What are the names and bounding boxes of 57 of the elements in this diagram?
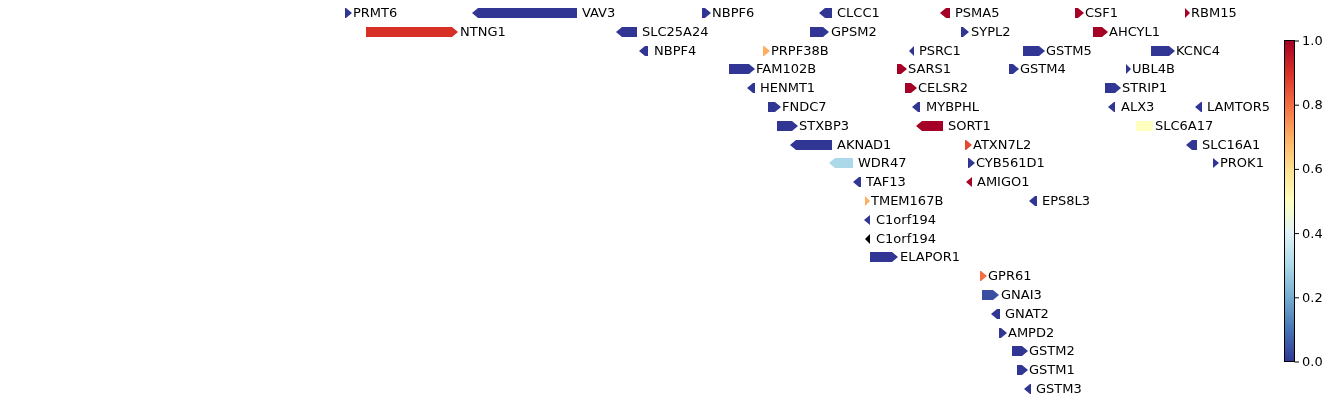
gene-label: AKNAD1 (837, 136, 892, 153)
colorbar-tick-label: 0.2 (1302, 289, 1323, 306)
gene-label: C1orf194 (876, 230, 937, 247)
gene-label: AMPD2 (1008, 324, 1055, 341)
gene-label: EPS8L3 (1042, 193, 1091, 209)
gene-label: PSMA5 (955, 5, 1000, 21)
gene-label: ELAPOR1 (900, 249, 961, 266)
gene-label: CSF1 (1085, 5, 1119, 21)
gene-label: PRPF38B (771, 42, 829, 59)
gene-label: SLC16A1 (1202, 136, 1261, 153)
gene-label: RBM15 (1191, 5, 1237, 21)
gene-label: SLC6A17 (1155, 117, 1214, 134)
gene-label: GSTM3 (1036, 381, 1082, 397)
colorbar-tick-label: 0.4 (1302, 225, 1323, 242)
gene-label: SORT1 (948, 117, 991, 134)
gene-label: SARS1 (908, 61, 951, 78)
gene-label: AHCYL1 (1109, 23, 1160, 40)
gene-label: KCNC4 (1176, 42, 1220, 59)
gene-label: NTNG1 (460, 23, 506, 40)
gene-label: GPSM2 (831, 23, 877, 40)
gene-label: SYPL2 (971, 23, 1011, 40)
gene-label: ATXN7L2 (973, 136, 1032, 153)
gene-label: UBL4B (1132, 61, 1175, 78)
gene-label: LAMTOR5 (1207, 99, 1271, 115)
gene-label: STRIP1 (1122, 80, 1168, 97)
gene-label: GSTM2 (1029, 343, 1075, 360)
gene-label: CYB561D1 (976, 155, 1045, 172)
colorbar-tick-label: 0.6 (1302, 161, 1323, 178)
gene-label: TMEM167B (871, 193, 944, 209)
gene-label: ALX3 (1121, 99, 1155, 115)
gene-label: VAV3 (582, 5, 616, 21)
gene-label: GSTM1 (1029, 362, 1075, 379)
colorbar-tick-label: 0.0 (1302, 354, 1323, 370)
colorbar-tick-label: 0.8 (1302, 97, 1323, 114)
gene-label: PROK1 (1220, 155, 1264, 172)
gene-label: CELSR2 (918, 80, 969, 97)
gene-label: GNAT2 (1005, 305, 1049, 322)
gene-label: NBPF4 (654, 42, 697, 59)
gene-label: TAF13 (866, 174, 906, 191)
gene-label: PRMT6 (353, 5, 398, 21)
gene-label: AMIGO1 (977, 174, 1030, 191)
gene-label: STXBP3 (799, 117, 850, 134)
gene-label: NBPF6 (712, 5, 755, 21)
gene-label: FNDC7 (782, 99, 827, 115)
gene-label: GSTM5 (1046, 42, 1092, 59)
gene-label: FAM102B (756, 61, 817, 78)
gene-label: CLCC1 (837, 5, 880, 21)
gene-label: PSRC1 (919, 42, 961, 59)
gene-label: WDR47 (858, 155, 907, 172)
gene-label: C1orf194 (876, 211, 937, 228)
gene-label: SLC25A24 (642, 23, 709, 40)
gene-label: GPR61 (988, 268, 1032, 285)
gene-label: GNAI3 (1001, 287, 1042, 303)
gene-label: HENMT1 (760, 80, 816, 97)
gene-label: MYBPHL (926, 99, 979, 115)
gene-label: GSTM4 (1020, 61, 1066, 78)
colorbar-tick-label: 1.0 (1302, 33, 1323, 49)
